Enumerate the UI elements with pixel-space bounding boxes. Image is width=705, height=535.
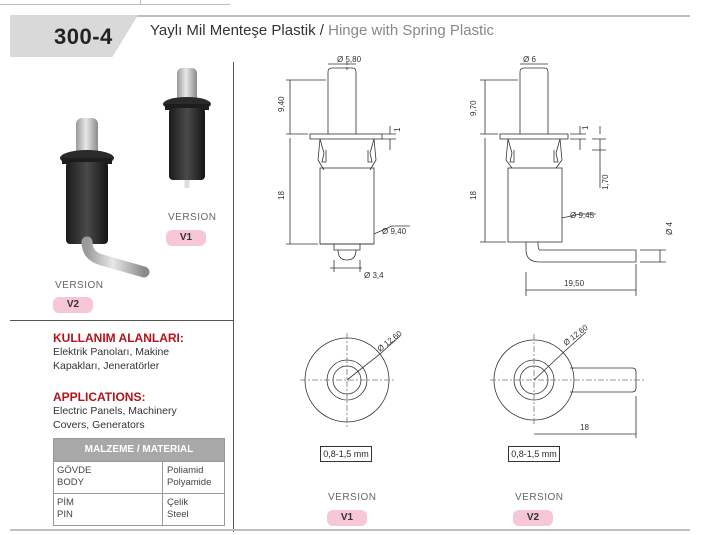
product-title: Yaylı Mil Menteşe Plastik / Hinge with S… [150,22,494,39]
drawing-v2-version-label: VERSION [515,492,564,503]
v1-panel-thickness: 0,8-1,5 mm [320,446,372,462]
drawing-v1-side [286,62,410,272]
v2-top-dia-label: Ø 6 [523,55,536,64]
mat-tr: Poliamid [167,465,204,476]
bottom-rule [10,529,690,531]
drawing-v2-badge: V2 [513,510,553,526]
part-en: BODY [57,477,84,488]
photo-v1-version-label: VERSION [168,212,217,223]
product-code: 300-4 [54,24,113,49]
product-code-tab: 300-4 [10,15,138,57]
v1-top-dia-label: Ø 5,80 [337,55,362,64]
applications-heading: APPLICATIONS: [53,390,146,404]
title-en: Hinge with Spring Plastic [328,22,495,39]
v2-gap-label: 1,70 [601,174,610,190]
column-divider [233,62,234,532]
header-rule [120,15,690,17]
usage-heading: KULLANIM ALANLARI: [53,331,184,345]
drawing-v2-top [490,331,644,438]
photo-v2 [60,118,150,278]
v2-body-dia-label: Ø 9,45 [570,211,595,220]
material-table-header: MALZEME / MATERIAL [54,439,224,461]
photo-v2-badge: V2 [53,297,93,313]
top-edge-line [0,0,230,5]
drawing-v2-side [480,63,666,296]
v1-top-height-label: 9,40 [277,96,286,112]
v1-body-dia-label: Ø 9,40 [382,227,407,236]
v1-flange-dia-label: Ø 12,60 [376,329,404,354]
part-tr: GÖVDE [57,465,92,476]
mat-tr: Çelik [167,497,189,508]
drawing-v1-version-label: VERSION [328,492,377,503]
v1-flange-label: 1 [393,127,402,132]
usage-text: Elektrik Panoları, Makine Kapakları, Jen… [53,346,170,372]
part-tr: PİM [57,497,74,508]
photo-v1 [163,68,211,188]
technical-drawings: Ø 5,80 9,40 1 18 Ø 9,40 Ø 3,4 Ø 12,60 Ø … [277,55,674,438]
mat-en: Steel [167,509,189,520]
photo-v1-badge: V1 [166,230,206,246]
photo-divider [10,320,233,321]
drawing-v1-badge: V1 [327,510,367,526]
v2-panel-thickness: 0,8-1,5 mm [508,446,560,462]
photo-v2-version-label: VERSION [55,280,104,291]
product-photos [60,68,211,278]
drawing-v1-top [300,333,401,427]
part-en: PIN [57,509,73,520]
v1-body-height-label: 18 [277,191,286,200]
title-separator: / [315,22,329,39]
v2-body-height-label: 18 [469,191,478,200]
v2-pin-dia-label: Ø 4 [665,222,674,235]
v2-flange-label: 1 [581,125,590,130]
v2-arm-length-label: 18 [580,423,589,432]
v2-flange-dia-label: Ø 12,60 [562,323,590,348]
mat-en: Polyamide [167,477,212,488]
v2-pin-length-label: 19,50 [564,279,585,288]
v2-top-height-label: 9,70 [469,100,478,116]
title-tr: Yaylı Mil Menteşe Plastik [150,22,316,39]
v1-tip-dia-label: Ø 3,4 [364,271,384,280]
applications-text: Electric Panels, Machinery Covers, Gener… [53,405,177,431]
